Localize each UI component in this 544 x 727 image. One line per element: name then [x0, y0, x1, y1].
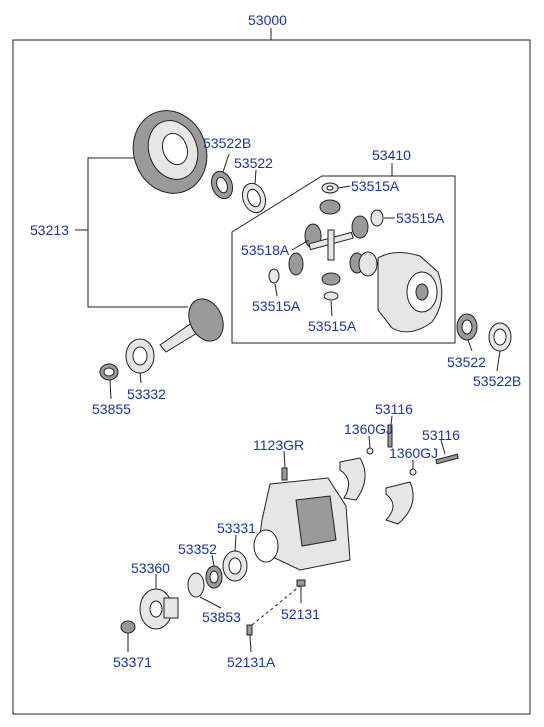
seal-ring-icon[interactable] [187, 572, 205, 598]
side-gear-bottom-icon[interactable] [321, 272, 341, 286]
flange-nut-icon[interactable] [120, 620, 136, 634]
ring-gear-icon[interactable] [122, 100, 218, 204]
label-assembly[interactable]: 53000 [248, 12, 287, 28]
stud-bolt-icon[interactable] [296, 579, 306, 587]
label-washer-bottom[interactable]: 53515A [308, 318, 357, 334]
label-bearing-right-1[interactable]: 53522 [447, 354, 486, 370]
label-washer-left[interactable]: 53515A [252, 298, 301, 314]
bearing-upper-1-icon[interactable] [208, 168, 236, 201]
bearing-right-2-icon[interactable] [488, 322, 512, 352]
label-pinion-shaft[interactable]: 53518A [241, 242, 290, 258]
side-gear-left-icon[interactable] [288, 252, 304, 276]
label-companion-flange[interactable]: 53360 [131, 560, 170, 576]
label-stud-bolt[interactable]: 52131 [281, 606, 320, 622]
label-bearing-upper-2[interactable]: 53522 [234, 155, 273, 171]
label-carrier-bearing[interactable]: 53331 [217, 520, 256, 536]
label-bolt-clip-1[interactable]: 1360GJ [344, 421, 393, 437]
differential-case-icon[interactable] [358, 251, 443, 333]
pinion-gear-icon[interactable] [159, 293, 230, 353]
label-flange-nut[interactable]: 53371 [113, 654, 152, 670]
bolt-upper-1-icon[interactable] [387, 424, 393, 448]
bolt-clip-2-icon[interactable] [409, 468, 417, 476]
washer-top-icon[interactable] [321, 182, 339, 194]
label-bolt-upper-1[interactable]: 53116 [375, 401, 413, 417]
label-washer-right[interactable]: 53515A [396, 210, 445, 226]
label-seal-ring[interactable]: 53853 [202, 609, 241, 625]
diagram-frame [12, 39, 531, 715]
label-bearing-upper-1[interactable]: 53522B [203, 135, 251, 151]
label-bolt-upper-2[interactable]: 53116 [422, 427, 460, 443]
ring-gear-bracket [87, 157, 188, 308]
label-stud-bolt-a[interactable]: 52131A [227, 654, 276, 670]
bearing-cap-lower-icon[interactable] [385, 481, 414, 525]
washer-left-icon[interactable] [268, 268, 280, 284]
breather-plug-icon[interactable] [281, 467, 288, 481]
label-ring-pinion-gear[interactable]: 53213 [30, 222, 69, 238]
washer-bottom-icon[interactable] [323, 291, 339, 301]
bearing-right-1-icon[interactable] [456, 313, 478, 341]
oil-seal-icon[interactable] [99, 363, 119, 381]
stud-bolt-a-icon[interactable] [246, 624, 253, 636]
pinion-shaft-icon[interactable] [308, 229, 354, 261]
pinion-gear-small-2-icon[interactable] [351, 215, 369, 239]
spacer-icon[interactable] [205, 565, 223, 589]
case-assembly-outline [231, 175, 456, 344]
stud-bolt-dashed-line [251, 585, 301, 626]
washer-right-icon[interactable] [370, 209, 384, 227]
label-bolt-clip-2[interactable]: 1360GJ [389, 445, 438, 461]
bolt-upper-2-icon[interactable] [435, 453, 459, 465]
bearing-cap-upper-icon[interactable] [339, 457, 366, 501]
companion-flange-icon[interactable] [139, 588, 179, 630]
label-bearing-right-2[interactable]: 53522B [473, 373, 521, 389]
pinion-bearing-icon[interactable] [125, 338, 155, 374]
label-pinion-bearing[interactable]: 53332 [127, 386, 166, 402]
label-spacer[interactable]: 53352 [178, 541, 217, 557]
label-oil-seal[interactable]: 53855 [92, 401, 131, 417]
carrier-housing-icon[interactable] [253, 477, 351, 571]
side-gear-top-icon[interactable] [319, 199, 341, 215]
label-washer-top[interactable]: 53515A [351, 178, 400, 194]
label-breather-plug[interactable]: 1123GR [253, 437, 304, 453]
label-case-assembly[interactable]: 53410 [372, 147, 411, 163]
carrier-bearing-icon[interactable] [222, 550, 248, 582]
bolt-clip-1-icon[interactable] [366, 447, 374, 455]
bearing-upper-2-icon[interactable] [239, 180, 270, 216]
